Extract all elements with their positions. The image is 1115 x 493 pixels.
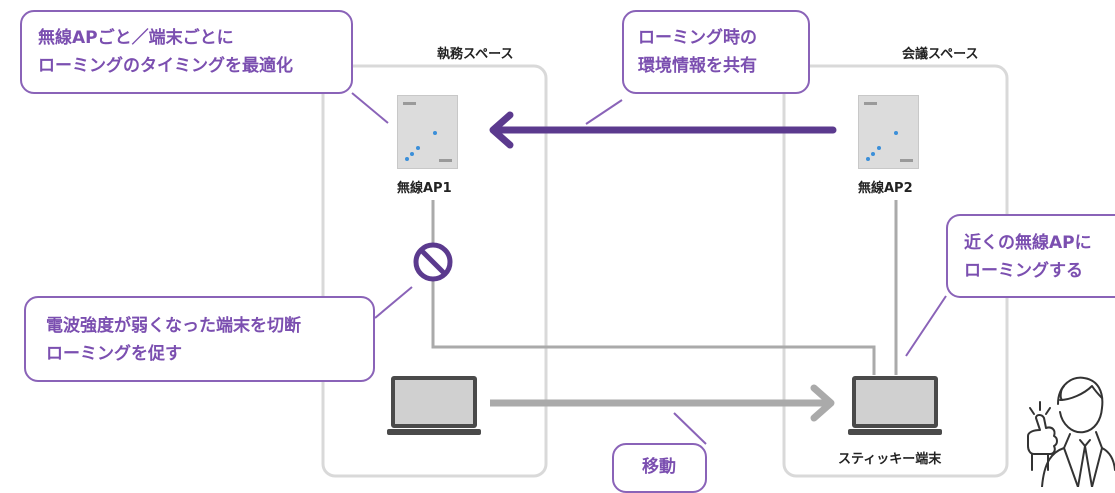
- share-callout-pointer: [585, 99, 623, 125]
- prohibited-icon: [413, 242, 453, 282]
- access-point-icon: [858, 95, 919, 169]
- nearby-callout-line-2: ローミングする: [964, 261, 1083, 281]
- meeting-space-title: 会議スペース: [902, 47, 979, 62]
- office-space-zone: [321, 64, 548, 478]
- ap1-label: 無線AP1: [397, 181, 452, 196]
- disconnect-callout-line-1: 電波強度が弱くなった端末を切断: [46, 316, 301, 336]
- move-callout-pointer: [673, 412, 707, 445]
- disconnect-callout: 電波強度が弱くなった端末を切断 ローミングを促す: [24, 296, 375, 382]
- optimize-callout-line-1: 無線APごと／端末ごとに: [38, 28, 234, 48]
- optimize-callout-line-2: ローミングのタイミングを最適化: [38, 56, 293, 76]
- share-callout: ローミング時の 環境情報を共有: [622, 10, 810, 94]
- nearby-callout-pointer: [905, 295, 947, 357]
- optimize-callout-pointer: [351, 92, 389, 124]
- move-callout: 移動: [612, 443, 707, 493]
- office-space-title: 執務スペース: [437, 47, 514, 62]
- arrow-left-icon: [489, 111, 837, 149]
- share-callout-line-2: 環境情報を共有: [638, 56, 757, 76]
- nearby-callout: 近くの無線APに ローミングする: [946, 214, 1115, 298]
- move-callout-label: 移動: [642, 457, 676, 477]
- access-point-icon: [397, 95, 458, 169]
- ap1-connection-line: [431, 200, 876, 375]
- arrow-right-icon: [490, 384, 835, 422]
- ap2-label: 無線AP2: [858, 181, 913, 196]
- sticky-device-label: スティッキー端末: [838, 452, 942, 467]
- person-thumbs-up-icon: [1027, 376, 1115, 487]
- disconnect-callout-line-2: ローミングを促す: [46, 344, 182, 364]
- disconnect-callout-pointer: [374, 286, 413, 319]
- nearby-callout-line-1: 近くの無線APに: [964, 233, 1092, 253]
- share-callout-line-1: ローミング時の: [638, 28, 757, 48]
- optimize-callout: 無線APごと／端末ごとに ローミングのタイミングを最適化: [20, 10, 353, 94]
